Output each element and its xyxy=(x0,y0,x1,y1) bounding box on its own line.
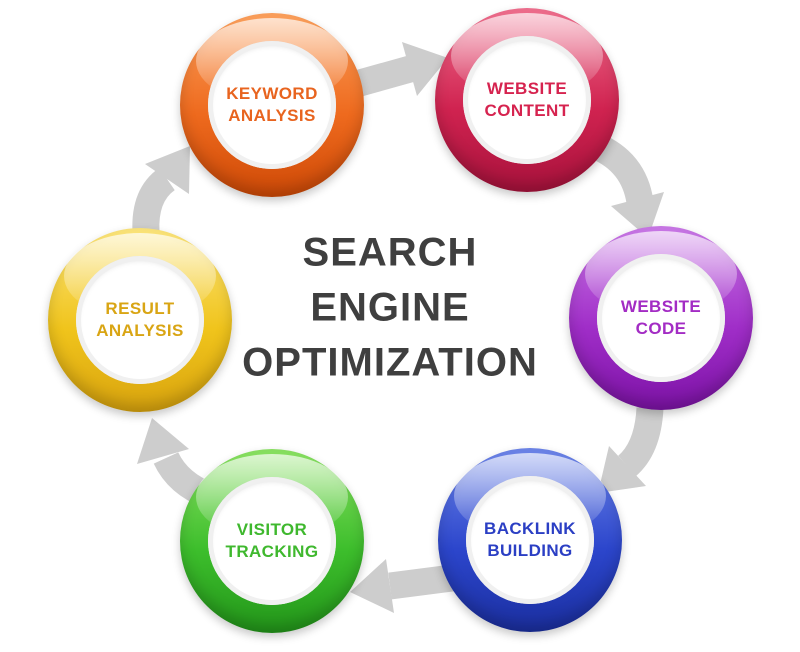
diagram-title: SEARCH ENGINE OPTIMIZATION xyxy=(242,226,538,391)
arrow-up-right-icon xyxy=(132,146,190,233)
node-result-analysis: RESULT ANALYSIS xyxy=(48,228,232,412)
node-label-line: BUILDING xyxy=(487,541,573,560)
title-line-2: ENGINE xyxy=(310,285,470,330)
node-label: RESULT ANALYSIS xyxy=(96,298,184,342)
node-label-line: WEBSITE xyxy=(620,296,702,316)
node-face: BACKLINK BUILDING xyxy=(466,476,594,604)
node-label: VISITOR TRACKING xyxy=(226,519,319,563)
node-visitor-tracking: VISITOR TRACKING xyxy=(180,449,364,633)
title-line-1: SEARCH xyxy=(302,230,478,275)
node-website-content: WEBSITE CONTENT xyxy=(435,8,619,192)
node-face: VISITOR TRACKING xyxy=(208,477,336,605)
title-line-3: OPTIMIZATION xyxy=(242,340,538,385)
node-label-line: TRACKING xyxy=(225,542,319,561)
node-keyword-analysis: KEYWORD ANALYSIS xyxy=(180,13,364,197)
node-label-line: RESULT xyxy=(105,298,175,318)
node-website-code: WEBSITE CODE xyxy=(569,226,753,410)
node-label: WEBSITE CODE xyxy=(621,296,701,340)
node-face: RESULT ANALYSIS xyxy=(76,256,204,384)
node-label-line: ANALYSIS xyxy=(96,321,184,340)
arrow-down-right-icon xyxy=(590,133,664,238)
node-label: BACKLINK BUILDING xyxy=(484,518,576,562)
node-label-line: WEBSITE xyxy=(486,78,568,98)
node-label: WEBSITE CONTENT xyxy=(485,78,570,122)
node-label: KEYWORD ANALYSIS xyxy=(226,83,318,127)
node-backlink-building: BACKLINK BUILDING xyxy=(438,448,622,632)
node-label-line: CODE xyxy=(635,319,687,338)
node-face: KEYWORD ANALYSIS xyxy=(208,41,336,169)
node-label-line: BACKLINK xyxy=(484,518,576,538)
arrow-down-left-icon xyxy=(598,407,664,493)
node-label-line: VISITOR xyxy=(236,519,308,539)
arrow-left-icon xyxy=(350,559,454,613)
node-label-line: CONTENT xyxy=(484,101,570,120)
node-face: WEBSITE CONTENT xyxy=(463,36,591,164)
node-label-line: KEYWORD xyxy=(226,83,318,103)
node-label-line: ANALYSIS xyxy=(228,106,316,125)
node-face: WEBSITE CODE xyxy=(597,254,725,382)
